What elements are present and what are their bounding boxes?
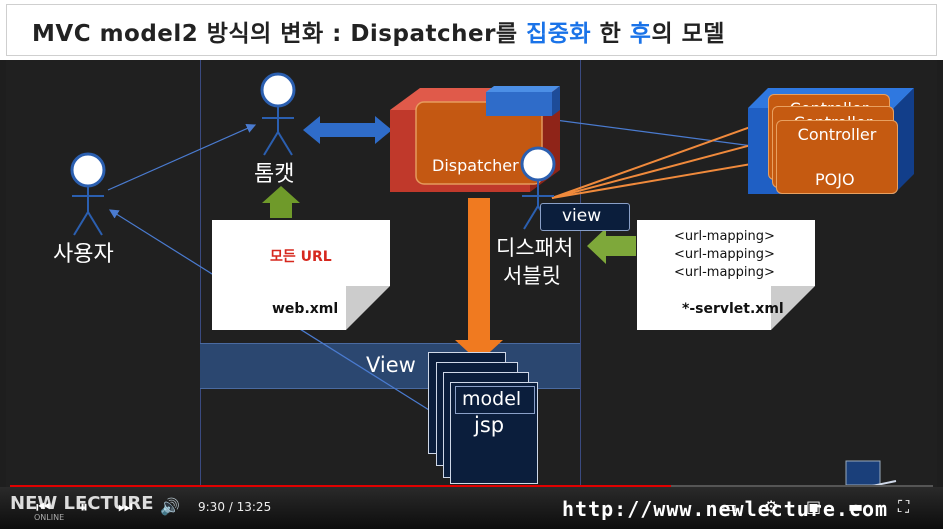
video-progress-fill (10, 485, 671, 488)
next-icon[interactable]: ⏭ (118, 497, 133, 516)
webxml-up-arrow (262, 186, 300, 218)
title-part2: 한 (591, 21, 630, 47)
note-fold-corner (771, 286, 815, 330)
dispatcher-servlet-label-2: 서블릿 (503, 264, 561, 288)
previous-icon[interactable]: ⏮ (36, 497, 51, 516)
slide-title-bar: MVC model2 방식의 변화 : Dispatcher를 집중화 한 후의… (0, 0, 943, 60)
url-mapping-2: <url-mapping> (674, 247, 775, 262)
subtitles-icon[interactable]: ▭ (722, 497, 738, 516)
orange-arrow-1 (551, 117, 772, 199)
title-part1: MVC model2 방식의 변화 : Dispatcher를 (32, 21, 527, 47)
dispatcher-to-controller-line (539, 117, 769, 149)
note-fold-corner (346, 286, 390, 330)
brand-logo-text: NEW LECTURE (10, 493, 154, 514)
dispatcher-down-arrow (455, 198, 503, 362)
controller-card-front: Controller (776, 120, 898, 194)
tomcat-actor-label: 톰캣 (254, 162, 295, 187)
miniplayer-icon[interactable]: ▣ (806, 497, 822, 516)
orange-arrow-2 (551, 135, 772, 199)
orange-arrow-3 (551, 154, 777, 199)
theater-mode-icon[interactable]: ▬ (848, 497, 864, 516)
dispatcher-box-label: Dispatcher (432, 156, 519, 175)
model-tag-box (455, 386, 535, 414)
title-frame (6, 4, 937, 56)
servlet-xml-note (637, 220, 815, 330)
servletxml-left-arrow (587, 228, 636, 264)
lane-divider-2 (580, 60, 581, 487)
tomcat-actor-icon (260, 72, 296, 156)
web-xml-filename: web.xml (272, 301, 339, 317)
video-progress-bar[interactable] (10, 485, 933, 488)
view-tag-label: view (562, 206, 602, 226)
video-time: 9:30 / 13:25 (198, 500, 272, 514)
dispatcher-servlet-label-1: 디스패처 (496, 236, 574, 260)
user-actor-icon (70, 152, 106, 236)
brand-sub-text: ONLINE (34, 513, 65, 522)
title-part3: 의 모델 (651, 21, 725, 47)
title-highlight-1: 집중화 (526, 21, 592, 47)
web-xml-heading: 모든 URL (270, 249, 332, 265)
pause-icon[interactable]: ⏸ (80, 497, 89, 516)
url-mapping-3: <url-mapping> (674, 265, 775, 280)
web-xml-note (212, 220, 390, 330)
user-actor-label: 사용자 (53, 242, 114, 267)
slide-title: MVC model2 방식의 변화 : Dispatcher를 집중화 한 후의… (32, 14, 725, 48)
servlet-xml-filename: *-servlet.xml (682, 301, 784, 317)
title-highlight-2: 후 (629, 21, 652, 47)
view-tag-box (540, 203, 630, 231)
settings-icon[interactable]: ⚙ (764, 497, 779, 516)
url-mapping-1: <url-mapping> (674, 229, 775, 244)
view-band-label: View (366, 353, 416, 377)
controller-label-front: Controller (797, 125, 877, 144)
fullscreen-icon[interactable]: ⛶ (898, 497, 910, 516)
lane-divider-1 (200, 60, 201, 487)
dispatcher-servlet-actor-icon (520, 146, 556, 230)
model-label: model (462, 388, 522, 410)
video-player-controls (0, 487, 943, 529)
tomcat-dispatcher-double-arrow (303, 116, 392, 144)
jsp-label: jsp (474, 413, 505, 437)
volume-icon[interactable]: 🔊 (160, 497, 180, 516)
user-to-tomcat-line (107, 124, 257, 191)
site-url-watermark: http://www.newlecture.com (562, 497, 889, 521)
pojo-label: POJO (815, 170, 855, 189)
